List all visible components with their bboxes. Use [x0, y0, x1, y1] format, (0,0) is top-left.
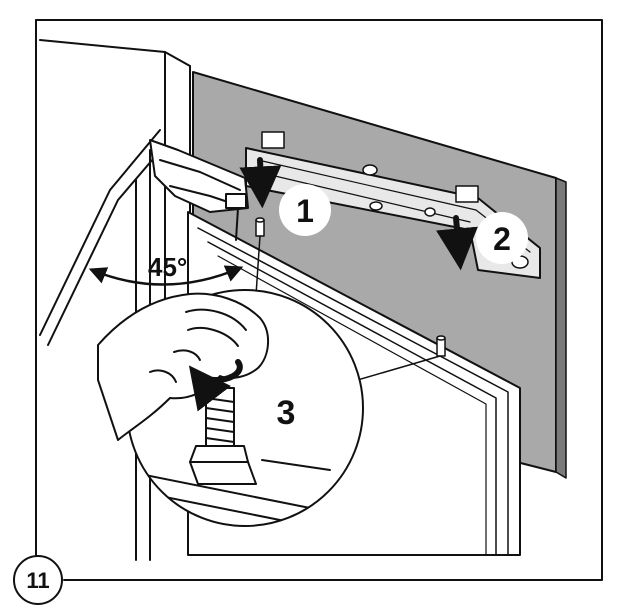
- angle-label: 45°: [148, 252, 187, 282]
- rotate-arrow-icon: [188, 359, 243, 412]
- hinge-bracket: [245, 131, 541, 279]
- step-2-label: 2: [493, 221, 511, 257]
- door-panel-edge: [555, 177, 567, 479]
- figure-number: 11: [26, 568, 49, 593]
- figure-frame: [35, 19, 603, 581]
- step-3-label: 3: [277, 394, 296, 432]
- hinge-pin: [255, 217, 446, 357]
- step-1-label: 1: [296, 193, 314, 229]
- leader-line: [255, 235, 261, 296]
- hand: [97, 292, 269, 441]
- down-arrow-icon: [436, 215, 478, 271]
- figure-number-badge: [13, 555, 63, 605]
- curved-double-arrow-icon: [88, 265, 244, 286]
- adjustment-screw: [205, 387, 235, 447]
- step-1-bubble: [279, 184, 331, 236]
- down-arrow-icon: [239, 157, 282, 209]
- hinge-arm: [149, 139, 249, 241]
- step-2-bubble: [476, 212, 528, 264]
